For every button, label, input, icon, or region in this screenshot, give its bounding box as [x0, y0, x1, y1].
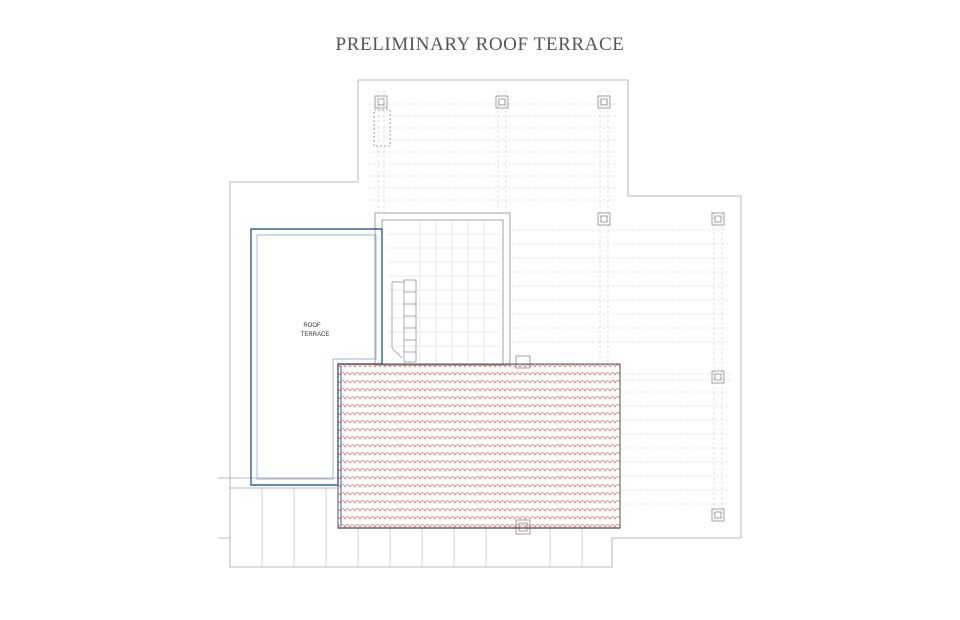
- stair-grid: [388, 222, 500, 362]
- stair-well: [374, 212, 511, 366]
- building-outline: [218, 79, 742, 568]
- drawing-title: PRELIMINARY ROOF TERRACE: [335, 34, 625, 55]
- stair-treads: [391, 279, 417, 363]
- tiled-roof: [337, 363, 621, 529]
- pergola-upper: [368, 90, 616, 362]
- pergola-right: [512, 212, 730, 522]
- terrace-label-line1: ROOF: [303, 323, 321, 329]
- lower-facade: [261, 488, 583, 567]
- terrace-label-line2: TERRACE: [301, 332, 330, 338]
